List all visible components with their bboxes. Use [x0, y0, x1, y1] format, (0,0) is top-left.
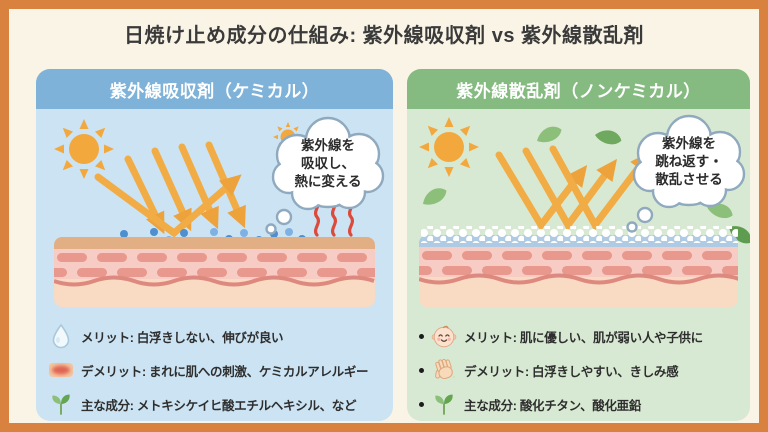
left-panel-header-label: 紫外線吸収剤（ケミカル） — [109, 81, 320, 101]
thought-bubble: 紫外線を 跳ね返す・ 散乱させる — [625, 114, 750, 233]
leaf-decorations — [423, 126, 750, 244]
uv-bounce-arrows — [495, 145, 652, 232]
right-bullet-list: メリット: 肌に優しい、肌が弱い人や子供に — [407, 309, 750, 421]
bullet-dot — [419, 333, 424, 339]
right-illustration-svg — [419, 117, 750, 307]
right-panel-header: 紫外線散乱剤（ノンケミカル） — [407, 69, 750, 109]
bullet-dot — [419, 367, 424, 373]
thought-bubble-cloud — [265, 116, 385, 235]
ingredients-row: 主な成分: 酸化チタン、酸化亜鉛 — [419, 387, 740, 421]
sun-icon — [419, 117, 479, 177]
merit-row: メリット: 肌に優しい、肌が弱い人や子供に — [419, 319, 740, 353]
merit-text: メリット: 肌に優しい、肌が弱い人や子供に — [464, 330, 703, 345]
droplet-icon — [48, 323, 74, 349]
thought-bubble-text: 紫外線を 跳ね返す・ 散乱させる — [655, 136, 723, 187]
panel-uv-absorber: 紫外線吸収剤（ケミカル） — [36, 69, 393, 421]
ingredients-row: 主な成分: メトキシケイヒ酸エチルヘキシル、など — [48, 387, 383, 421]
merit-text: メリット: 白浮きしない、伸びが良い — [81, 330, 284, 345]
seedling-icon — [48, 391, 74, 417]
left-bullet-list: メリット: 白浮きしない、伸びが良い デメリット: まれに肌への刺激、ケミカルア… — [36, 309, 393, 421]
demerit-row: デメリット: まれに肌への刺激、ケミカルアレルギー — [48, 353, 383, 387]
demerit-text: デメリット: まれに肌への刺激、ケミカルアレルギー — [81, 364, 369, 379]
panel-uv-scatterer: 紫外線散乱剤（ノンケミカル） — [407, 69, 750, 421]
thought-bubble: 紫外線を 吸収し、 熱に変える — [264, 116, 392, 235]
thought-bubble-text: 紫外線を 吸収し、 熱に変える — [294, 138, 362, 189]
seedling-icon — [431, 391, 457, 417]
bullet-dot — [419, 401, 424, 407]
merit-row: メリット: 白浮きしない、伸びが良い — [48, 319, 383, 353]
irritated-skin-icon — [48, 357, 74, 383]
baby-face-icon — [431, 323, 457, 349]
ingredients-text: 主な成分: メトキシケイヒ酸エチルヘキシル、など — [81, 398, 357, 413]
left-panel-header: 紫外線吸収剤（ケミカル） — [36, 69, 393, 109]
right-panel-header-label: 紫外線散乱剤（ノンケミカル） — [456, 81, 701, 101]
skin-diagram — [419, 235, 738, 307]
uv-bounce-arrow — [94, 173, 242, 238]
right-illustration: 紫外線を 跳ね返す・ 散乱させる — [407, 109, 750, 309]
scatter-particles — [421, 226, 738, 243]
ingredients-text: 主な成分: 酸化チタン、酸化亜鉛 — [464, 398, 642, 413]
waving-hand-icon — [431, 357, 457, 383]
left-illustration-svg — [54, 119, 375, 307]
sun-icon — [54, 119, 114, 179]
thought-bubble-cloud — [626, 114, 746, 233]
page-title: 日焼け止め成分の仕組み: 紫外線吸収剤 vs 紫外線散乱剤 — [123, 25, 645, 47]
skin-diagram — [54, 237, 375, 307]
uv-ray-arrows — [94, 141, 246, 238]
left-illustration: 紫外線を 吸収し、 熱に変える — [36, 109, 393, 309]
demerit-row: デメリット: 白浮きしやすい、きしみ感 — [419, 353, 740, 387]
demerit-text: デメリット: 白浮きしやすい、きしみ感 — [464, 364, 679, 379]
